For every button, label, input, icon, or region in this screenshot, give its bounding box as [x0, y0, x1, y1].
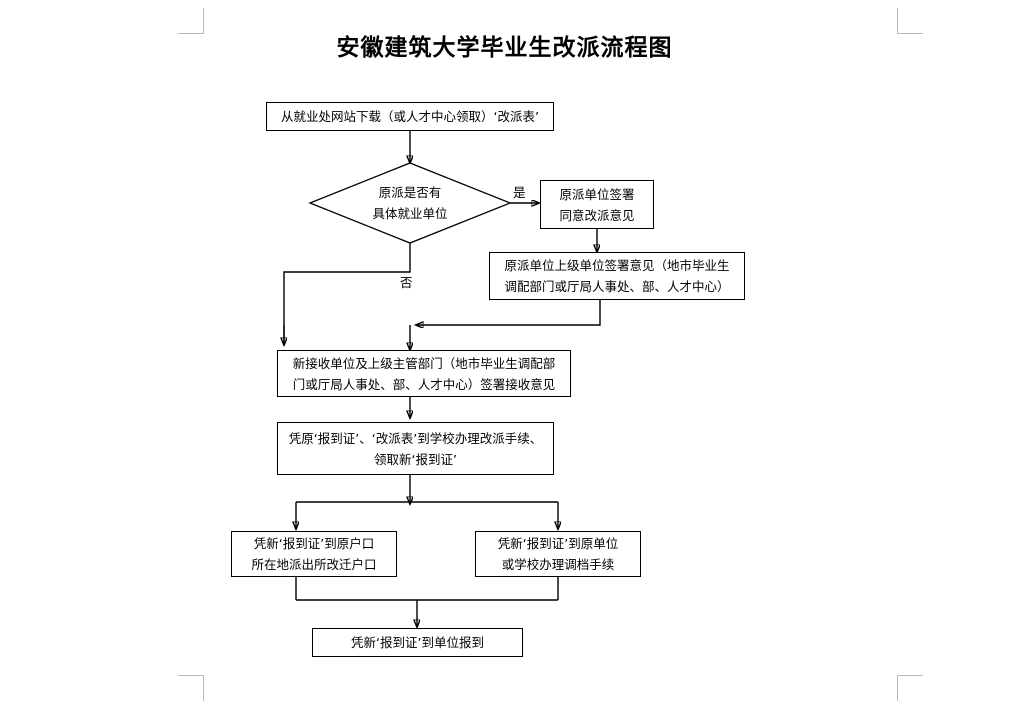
node-original-unit-sign[interactable]: 原派单位签署 同意改派意见 — [540, 180, 654, 229]
node-school-process[interactable]: 凭原‘报到证’、‘改派表’到学校办理改派手续、 领取新‘报到证’ — [277, 422, 554, 475]
page-title: 安徽建筑大学毕业生改派流程图 — [336, 34, 673, 61]
node-file-transfer[interactable]: 凭新‘报到证’到原单位 或学校办理调档手续 — [475, 531, 641, 577]
node-household-transfer-text: 凭新‘报到证’到原户口 所在地派出所改迁户口 — [251, 536, 377, 572]
node-superior-unit-sign[interactable]: 原派单位上级单位签署意见（地市毕业生 调配部门或厅局人事处、部、人才中心） — [489, 252, 745, 300]
node-original-unit-sign-text: 原派单位签署 同意改派意见 — [559, 186, 635, 223]
node-file-transfer-text: 凭新‘报到证’到原单位 或学校办理调档手续 — [497, 536, 619, 572]
node-new-unit-accept-text: 新接收单位及上级主管部门（地市毕业生调配部 门或厅局人事处、部、人才中心）签署接… — [292, 355, 556, 392]
node-superior-unit-sign-text: 原派单位上级单位签署意见（地市毕业生 调配部门或厅局人事处、部、人才中心） — [504, 258, 730, 294]
node-download-form[interactable]: 从就业处网站下载（或人才中心领取）‘改派表’ — [266, 102, 554, 131]
edge-label-yes: 是 — [513, 185, 526, 200]
edge-label-no: 否 — [400, 275, 413, 290]
node-school-process-text: 凭原‘报到证’、‘改派表’到学校办理改派手续、 领取新‘报到证’ — [288, 430, 543, 467]
node-report-to-unit[interactable]: 凭新‘报到证’到单位报到 — [312, 628, 523, 657]
diamond-shape — [308, 162, 512, 244]
node-download-form-text: 从就业处网站下载（或人才中心领取）‘改派表’ — [281, 109, 539, 124]
node-report-to-unit-text: 凭新‘报到证’到单位报到 — [351, 635, 484, 650]
node-household-transfer[interactable]: 凭新‘报到证’到原户口 所在地派出所改迁户口 — [231, 531, 397, 577]
node-has-employer-decision[interactable]: 原派是否有 具体就业单位 — [308, 162, 512, 244]
crop-mark-bottom-right — [897, 675, 923, 701]
crop-mark-bottom-left — [178, 675, 204, 701]
node-new-unit-accept[interactable]: 新接收单位及上级主管部门（地市毕业生调配部 门或厅局人事处、部、人才中心）签署接… — [277, 350, 571, 397]
node-has-employer-decision-text: 原派是否有 具体就业单位 — [372, 185, 448, 221]
